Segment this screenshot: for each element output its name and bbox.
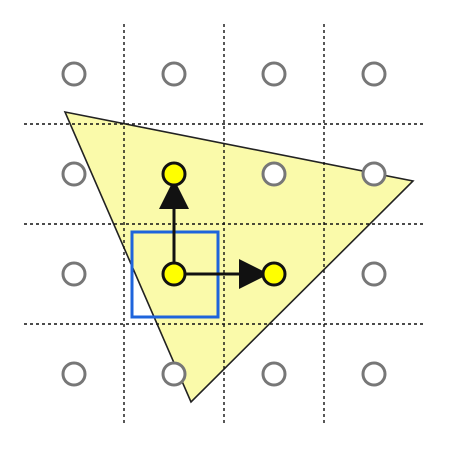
derivative-arrows — [159, 179, 269, 289]
triangle-primitive — [63, 110, 415, 404]
active-sample-point — [161, 261, 187, 287]
sample-point — [261, 361, 287, 387]
sample-point — [61, 261, 87, 287]
sample-point — [61, 161, 87, 187]
sample-point — [261, 61, 287, 87]
sample-point — [361, 61, 387, 87]
sample-point — [61, 61, 87, 87]
active-sample-point — [261, 261, 287, 287]
sample-point — [361, 361, 387, 387]
sample-point — [61, 361, 87, 387]
sample-point — [261, 161, 287, 187]
sample-point — [361, 261, 387, 287]
sample-points — [61, 61, 387, 387]
active-sample-points — [161, 161, 287, 287]
pixel-grid-lines — [24, 24, 424, 424]
sample-point — [361, 161, 387, 187]
sample-point — [161, 361, 187, 387]
active-sample-point — [161, 161, 187, 187]
sample-point — [161, 61, 187, 87]
